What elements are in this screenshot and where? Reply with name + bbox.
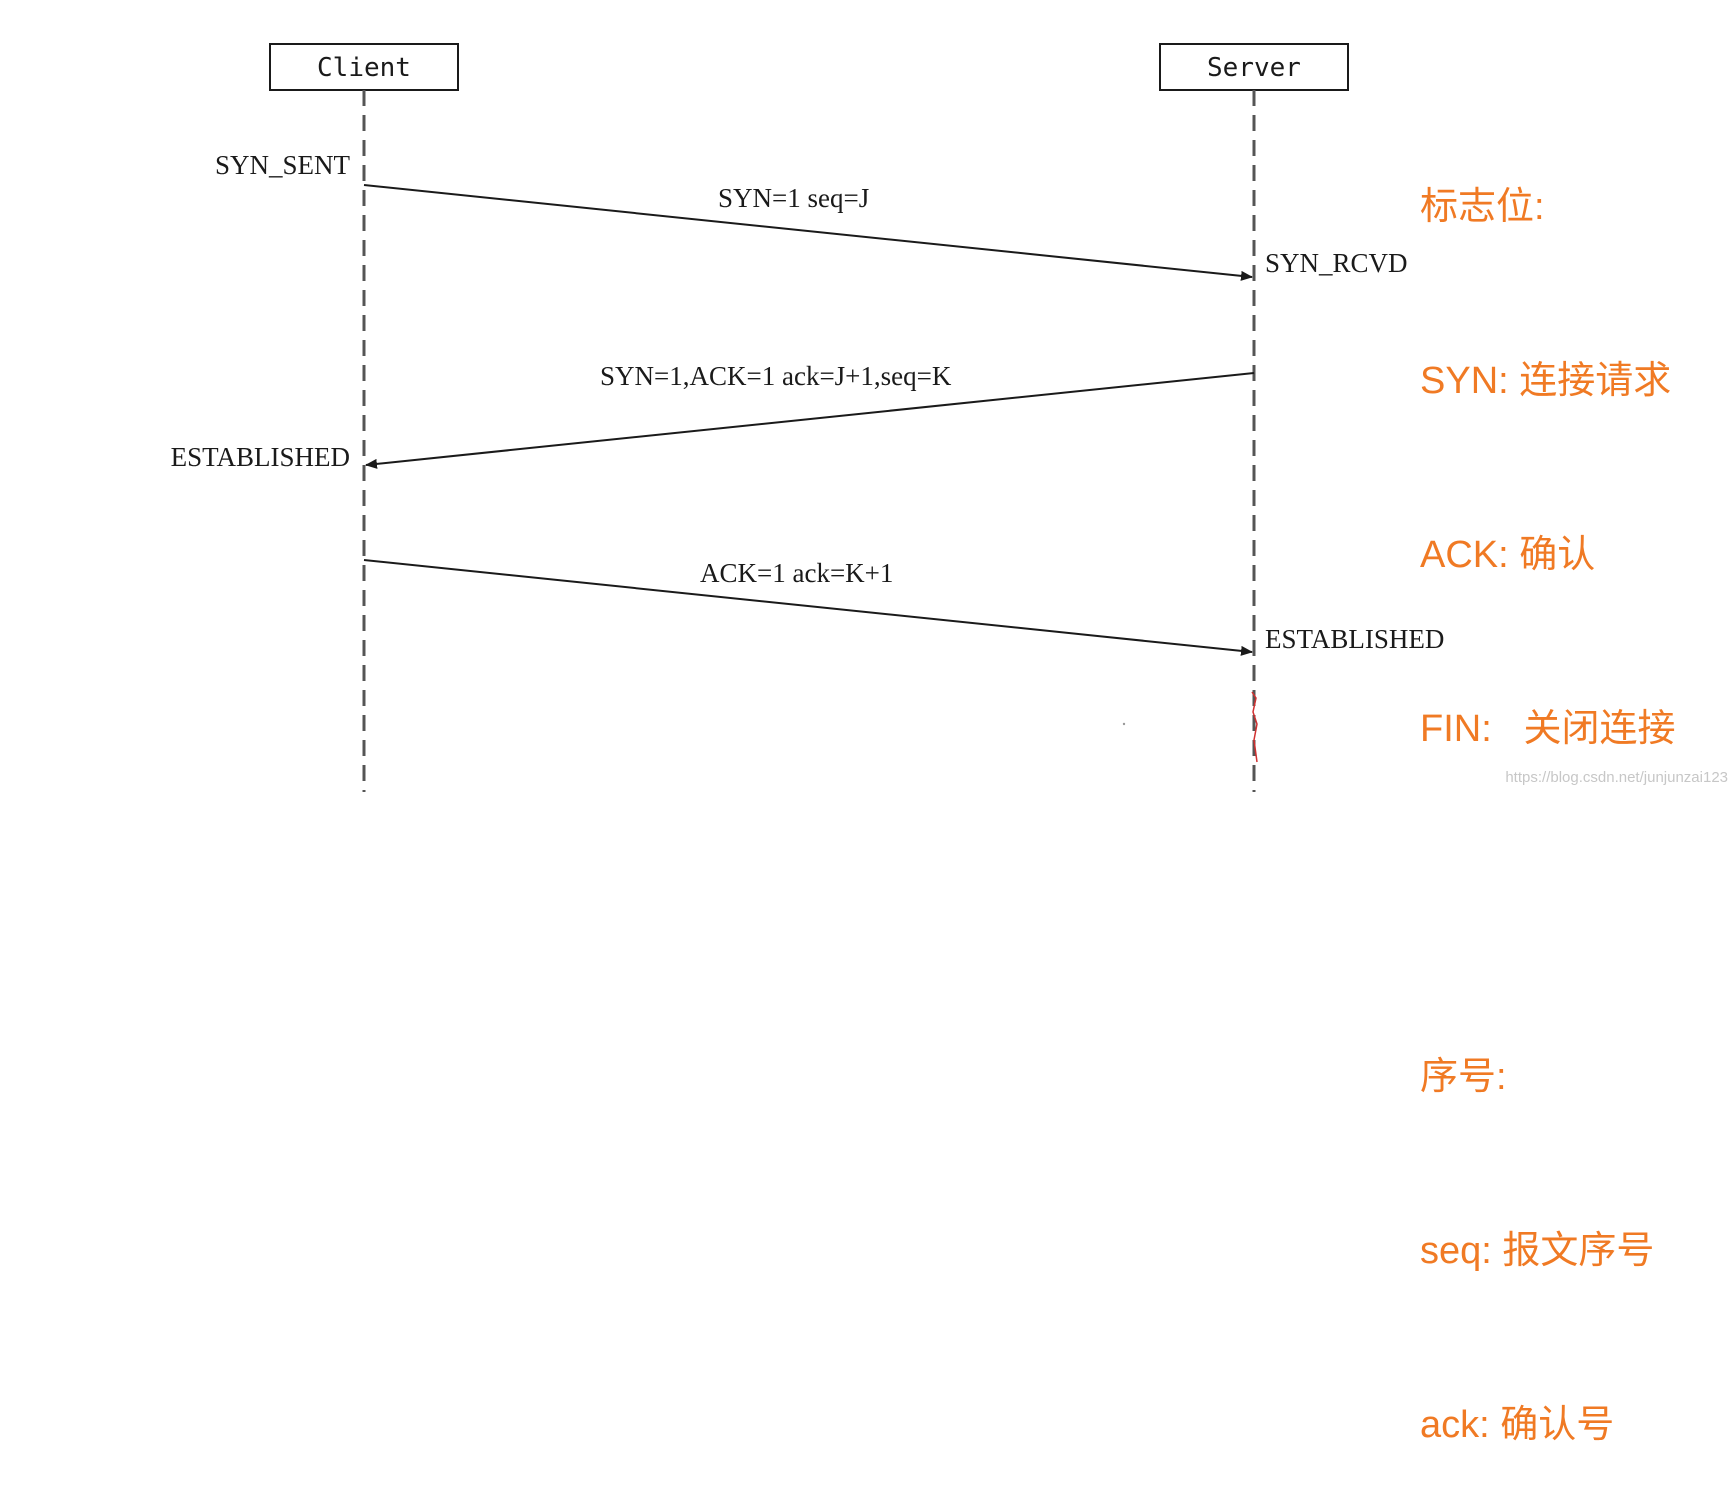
syn-arrow <box>363 184 1253 281</box>
client-label: Client <box>317 53 411 83</box>
client-state-established: ESTABLISHED <box>171 442 350 472</box>
syn-message-label: SYN=1 seq=J <box>718 183 869 213</box>
legend-syn: SYN: 连接请求 <box>1420 360 1672 402</box>
dot-mark <box>1122 722 1126 726</box>
legend: 标志位: SYN: 连接请求 ACK: 确认 FIN: 关闭连接 序号: seq… <box>1420 62 1675 1512</box>
legend-flags-title: 标志位: <box>1420 186 1545 228</box>
legend-ack: ACK: 确认 <box>1420 534 1596 576</box>
server-participant: Server <box>1159 43 1349 91</box>
legend-fin: FIN: 关闭连接 <box>1420 708 1676 750</box>
syn-ack-arrow <box>365 372 1255 469</box>
client-box <box>269 43 459 91</box>
red-annotation-mark <box>1251 691 1258 763</box>
watermark: https://blog.csdn.net/junjunzai123 <box>1505 769 1728 786</box>
tcp-handshake-diagram: Client Server SYN=1 seq=J SYN=1,ACK=1 ac… <box>171 43 1444 792</box>
client-state-syn-sent: SYN_SENT <box>215 150 351 180</box>
client-participant: Client <box>269 43 459 91</box>
legend-seq: seq: 报文序号 <box>1420 1230 1655 1272</box>
legend-spacer <box>1420 874 1675 932</box>
server-box <box>1159 43 1349 91</box>
server-state-established: ESTABLISHED <box>1265 624 1444 654</box>
legend-ack-number: ack: 确认号 <box>1420 1404 1615 1446</box>
syn-ack-message-label: SYN=1,ACK=1 ack=J+1,seq=K <box>600 361 952 391</box>
ack-arrow <box>363 559 1253 656</box>
server-label: Server <box>1207 53 1301 83</box>
legend-seq-title: 序号: <box>1420 1056 1507 1098</box>
ack-message-label: ACK=1 ack=K+1 <box>700 558 893 588</box>
server-state-syn-rcvd: SYN_RCVD <box>1265 248 1408 278</box>
